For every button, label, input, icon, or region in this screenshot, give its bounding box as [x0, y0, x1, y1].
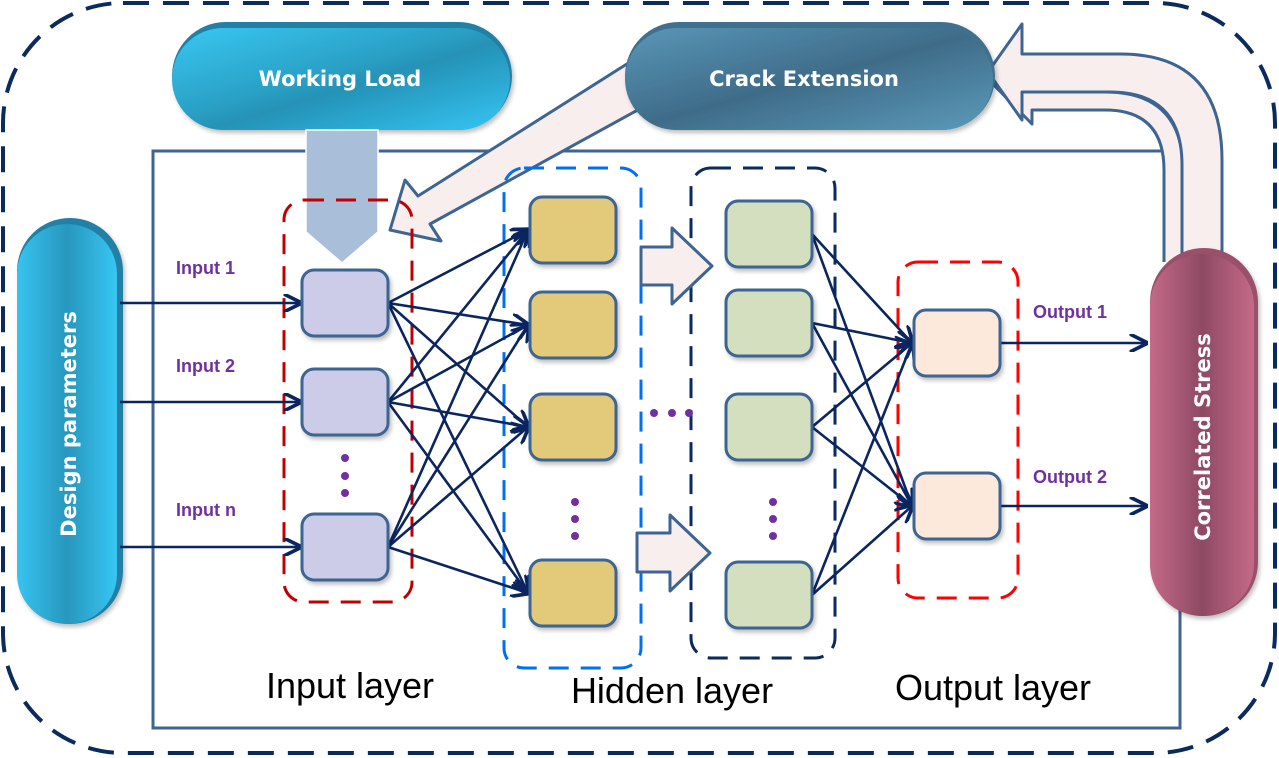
hidden-layer-1-group — [502, 166, 643, 670]
input-node — [300, 512, 390, 582]
output-node — [912, 308, 1002, 378]
hidden-transfer-arrow-top — [639, 226, 714, 306]
input-hidden-connection — [387, 427, 528, 548]
input-ellipsis — [341, 454, 349, 497]
input-hidden-connection — [386, 230, 528, 548]
crack-extension-label: Crack Extension — [709, 67, 899, 91]
feedback-arrow-shape — [986, 22, 1224, 264]
input-hidden-connection — [386, 230, 528, 403]
hidden1-node — [528, 392, 618, 462]
input-hidden-connection — [387, 302, 528, 427]
working-load-label: Working Load — [259, 67, 422, 91]
hidden-output-connection — [810, 233, 912, 506]
network-frame-box — [151, 149, 1182, 730]
hidden1-node — [528, 290, 618, 360]
input-hidden-connection — [387, 325, 528, 404]
output-label-1: Output 1 — [1033, 302, 1107, 322]
hidden-output-connection — [811, 343, 912, 428]
hidden2-ellipsis — [769, 498, 777, 540]
crack-extension-pill: Crack Extension — [625, 22, 995, 130]
correlated-stress-label: Correlated Stress — [1191, 333, 1215, 541]
output-layer-label: Output layer — [895, 667, 1091, 708]
hidden2-node — [724, 560, 814, 630]
input-node — [300, 367, 390, 437]
crack-to-input-arrow — [388, 60, 658, 243]
hidden1-ellipsis — [571, 498, 579, 540]
correlated-stress-pill: Correlated Stress — [1150, 248, 1258, 616]
hidden-output-connection — [810, 343, 912, 596]
input-hidden-connection — [387, 545, 528, 593]
hidden1-node — [528, 195, 618, 265]
output-layer-group — [896, 260, 1020, 600]
hidden-output-connection — [811, 233, 912, 343]
working-load-arrow — [305, 129, 379, 264]
input-hidden-connection — [387, 400, 528, 427]
input-node — [300, 268, 390, 338]
input-hidden-connection — [386, 325, 528, 548]
working-load-pill: Working Load — [172, 22, 512, 130]
input-hidden-connection — [387, 230, 528, 305]
hidden1-node — [528, 558, 618, 628]
design-parameters-label: Design parameters — [57, 311, 81, 537]
hidden2-node — [724, 392, 814, 462]
input-layer-label: Input layer — [266, 665, 434, 706]
hidden-layer-label: Hidden layer — [571, 670, 773, 711]
hidden2-node — [724, 199, 814, 269]
output-node — [912, 471, 1002, 541]
design-parameters-pill: Design parameters — [17, 218, 123, 624]
input-hidden-connection — [386, 302, 528, 593]
hidden-output-connection — [810, 322, 912, 506]
nodes — [300, 195, 1002, 630]
hidden-transfer-arrow-bottom — [635, 513, 712, 593]
input-label-n: Input n — [176, 500, 236, 520]
input-hidden-connection — [386, 401, 528, 593]
connections — [120, 230, 1146, 595]
input-label-1: Input 1 — [176, 258, 235, 278]
hidden2-node — [724, 288, 814, 358]
hidden-output-connection — [811, 506, 912, 596]
input-label-2: Input 2 — [176, 356, 235, 376]
output-label-2: Output 2 — [1033, 467, 1107, 487]
hidden-layers-ellipsis — [650, 409, 693, 417]
